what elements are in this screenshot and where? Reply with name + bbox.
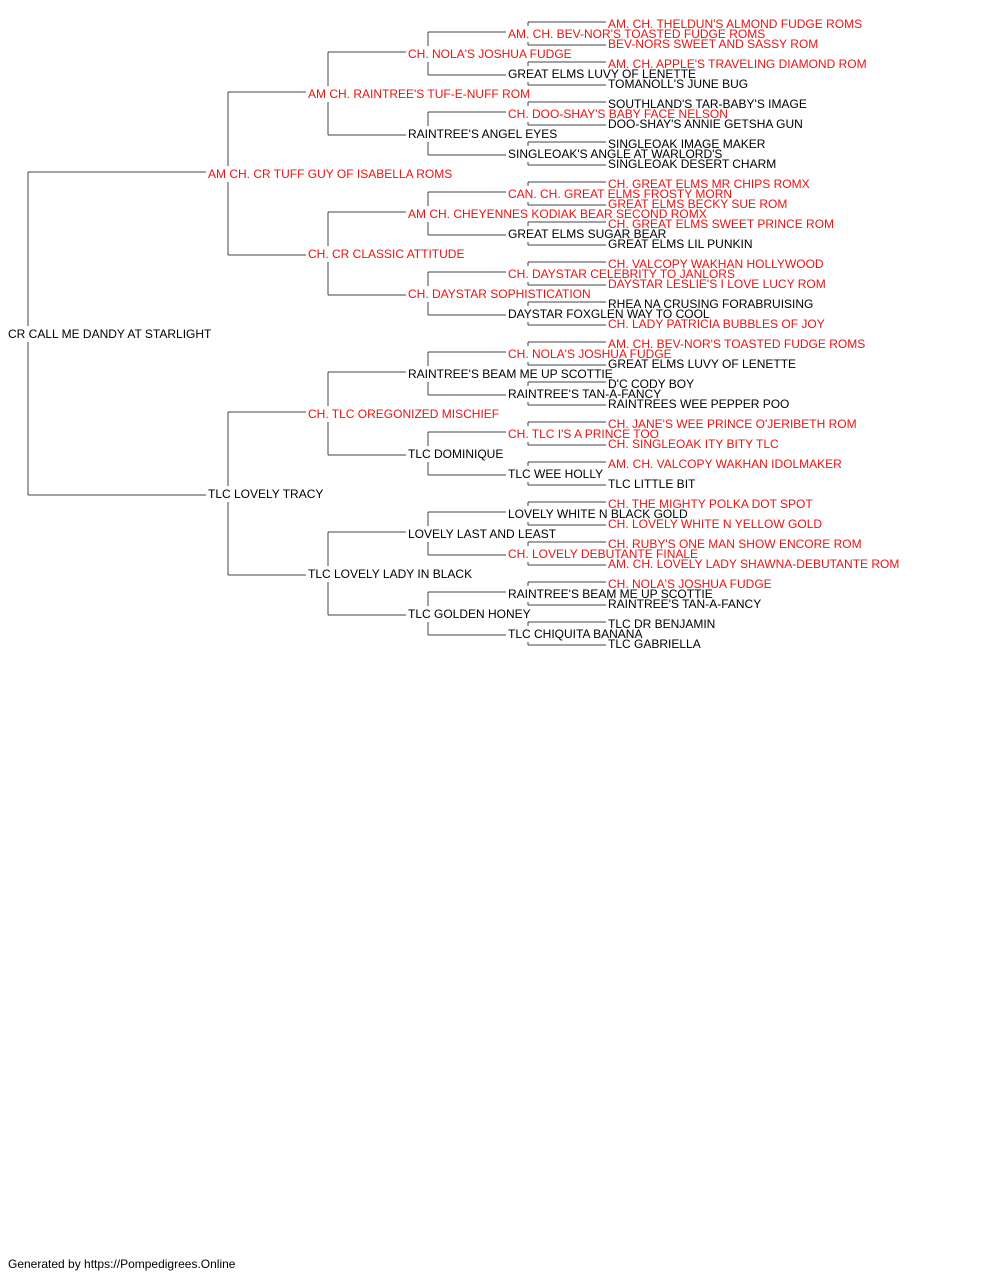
pedigree-node: GREAT ELMS SUGAR BEAR <box>508 227 667 241</box>
pedigree-node: CH. LOVELY DEBUTANTE FINALE <box>508 547 699 561</box>
pedigree-node: GREAT ELMS LUVY OF LENETTE <box>508 67 697 81</box>
pedigree-node: BEV-NORS SWEET AND SASSY ROM <box>608 37 819 51</box>
pedigree-node: CH. NOLA'S JOSHUA FUDGE <box>608 577 772 591</box>
pedigree-node: TLC CHIQUITA BANANA <box>508 627 643 641</box>
pedigree-node: DAYSTAR LESLIE'S I LOVE LUCY ROM <box>608 277 826 291</box>
pedigree-node: LOVELY LAST AND LEAST <box>408 527 557 541</box>
pedigree-node: TLC GOLDEN HONEY <box>408 607 531 621</box>
pedigree-node: GREAT ELMS LUVY OF LENETTE <box>608 357 797 371</box>
pedigree-node: AM CH. RAINTREE'S TUF-E-NUFF ROM <box>308 87 531 101</box>
pedigree-node: SINGLEOAK'S ANGLE AT WARLORD'S <box>508 147 723 161</box>
pedigree-node: AM. CH. VALCOPY WAKHAN IDOLMAKER <box>608 457 842 471</box>
pedigree-node: CH. LOVELY WHITE N YELLOW GOLD <box>608 517 823 531</box>
pedigree-node: CH. NOLA'S JOSHUA FUDGE <box>408 47 572 61</box>
pedigree-node: DOO-SHAY'S ANNIE GETSHA GUN <box>608 117 803 131</box>
pedigree-node: LOVELY WHITE N BLACK GOLD <box>508 507 688 521</box>
pedigree-node: CH. VALCOPY WAKHAN HOLLYWOOD <box>608 257 824 271</box>
pedigree-node: RAINTREE'S ANGEL EYES <box>408 127 558 141</box>
pedigree-node: SINGLEOAK IMAGE MAKER <box>608 137 766 151</box>
pedigree-node: CH. JANE'S WEE PRINCE O'JERIBETH ROM <box>608 417 857 431</box>
pedigree-node: AM CH. CHEYENNES KODIAK BEAR SECOND ROMX <box>408 207 707 221</box>
pedigree-node: SINGLEOAK DESERT CHARM <box>608 157 777 171</box>
pedigree-node: TLC LITTLE BIT <box>608 477 696 491</box>
pedigree-node: CH. TLC I'S A PRINCE TOO <box>508 427 660 441</box>
pedigree-node: AM. CH. LOVELY LADY SHAWNA-DEBUTANTE ROM <box>608 557 900 571</box>
pedigree-node: TLC DR BENJAMIN <box>608 617 716 631</box>
pedigree-node: CH. DAYSTAR CELEBRITY TO JANLORS <box>508 267 735 281</box>
pedigree-node: D'C CODY BOY <box>608 377 695 391</box>
pedigree-node: RAINTREE'S TAN-A-FANCY <box>608 597 762 611</box>
pedigree-node: RAINTREE'S TAN-A-FANCY <box>508 387 662 401</box>
pedigree-node: RAINTREES WEE PEPPER POO <box>608 397 790 411</box>
pedigree-node: TLC WEE HOLLY <box>508 467 604 481</box>
pedigree-node: CH. THE MIGHTY POLKA DOT SPOT <box>608 497 813 511</box>
pedigree-node: TLC GABRIELLA <box>608 637 701 651</box>
pedigree-node: TLC LOVELY LADY IN BLACK <box>308 567 473 581</box>
pedigree-node: TLC LOVELY TRACY <box>208 487 324 501</box>
pedigree-node: TLC DOMINIQUE <box>408 447 504 461</box>
pedigree-node: RAINTREE'S BEAM ME UP SCOTTIE <box>508 587 713 601</box>
pedigree-node: AM CH. CR TUFF GUY OF ISABELLA ROMS <box>208 167 453 181</box>
pedigree-node: RHEA NA CRUSING FORABRUISING <box>608 297 814 311</box>
pedigree-node: CH. SINGLEOAK ITY BITY TLC <box>608 437 779 451</box>
pedigree-node: CR CALL ME DANDY AT STARLIGHT <box>8 327 212 341</box>
pedigree-node: AM. CH. THELDUN'S ALMOND FUDGE ROMS <box>608 17 863 31</box>
pedigree-node: RAINTREE'S BEAM ME UP SCOTTIE <box>408 367 613 381</box>
pedigree-node: AM. CH. APPLE'S TRAVELING DIAMOND ROM <box>608 57 867 71</box>
pedigree-node: SOUTHLAND'S TAR-BABY'S IMAGE <box>608 97 807 111</box>
pedigree-node: CH. DAYSTAR SOPHISTICATION <box>408 287 591 301</box>
pedigree-node: CH. CR CLASSIC ATTITUDE <box>308 247 465 261</box>
pedigree-node: CH. DOO-SHAY'S BABY FACE NELSON <box>508 107 728 121</box>
pedigree-node: GREAT ELMS LIL PUNKIN <box>608 237 753 251</box>
pedigree-node: TOMANOLL'S JUNE BUG <box>608 77 749 91</box>
pedigree-node: AM. CH. BEV-NOR'S TOASTED FUDGE ROMS <box>608 337 866 351</box>
pedigree-node: CH. GREAT ELMS SWEET PRINCE ROM <box>608 217 835 231</box>
pedigree-node: CH. NOLA'S JOSHUA FUDGE <box>508 347 672 361</box>
footer-credit: Generated by https://Pompedigrees.Online <box>8 1257 236 1271</box>
pedigree-node: DAYSTAR FOXGLEN WAY TO COOL <box>508 307 710 321</box>
pedigree-node: CH. GREAT ELMS MR CHIPS ROMX <box>608 177 810 191</box>
pedigree-node: GREAT ELMS BECKY SUE ROM <box>608 197 788 211</box>
pedigree-node: CH. TLC OREGONIZED MISCHIEF <box>308 407 500 421</box>
pedigree-node: CH. LADY PATRICIA BUBBLES OF JOY <box>608 317 825 331</box>
pedigree-node: CH. RUBY'S ONE MAN SHOW ENCORE ROM <box>608 537 862 551</box>
pedigree-node: CAN. CH. GREAT ELMS FROSTY MORN <box>508 187 733 201</box>
pedigree-node: AM. CH. BEV-NOR'S TOASTED FUDGE ROMS <box>508 27 766 41</box>
